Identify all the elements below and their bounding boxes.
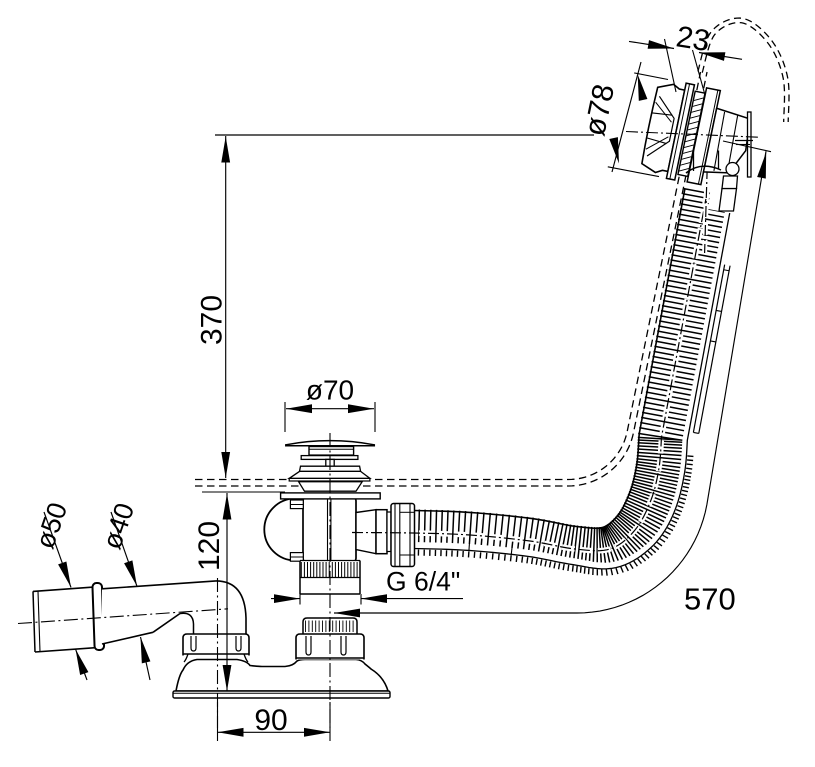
svg-text:G 6/4": G 6/4" [386, 567, 460, 597]
svg-text:ø70: ø70 [306, 375, 354, 406]
svg-text:370: 370 [196, 295, 229, 345]
svg-text:90: 90 [254, 704, 287, 737]
svg-text:23: 23 [674, 20, 712, 58]
svg-text:570: 570 [684, 582, 736, 617]
svg-text:120: 120 [193, 521, 226, 571]
